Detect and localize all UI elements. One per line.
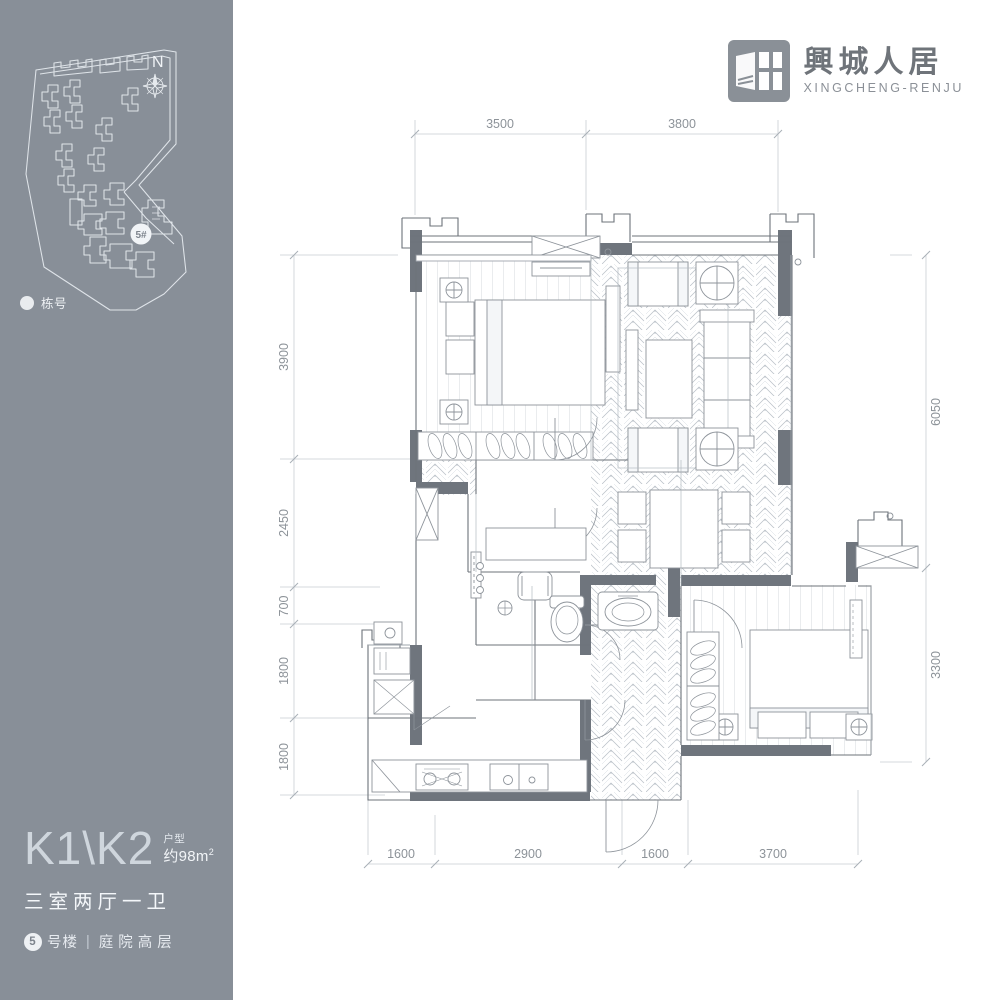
door xyxy=(584,699,626,741)
side-table xyxy=(695,427,739,471)
svg-text:2900: 2900 xyxy=(514,847,542,861)
armchair xyxy=(627,427,689,473)
stove xyxy=(415,763,469,791)
svg-text:2450: 2450 xyxy=(277,509,291,537)
unit-area: 约98m2 xyxy=(163,847,214,867)
svg-text:5#: 5# xyxy=(135,230,147,241)
svg-text:N: N xyxy=(152,54,164,71)
svg-text:1600: 1600 xyxy=(387,847,415,861)
unit-code: K1\K2 xyxy=(24,821,155,874)
svg-text:3700: 3700 xyxy=(759,847,787,861)
master-bedroom-furniture xyxy=(417,261,639,461)
brand-logo: 興城人居 XINGCHENG-RENJU xyxy=(728,40,964,102)
floor-plan: 3500 3800 1600 2900 1600 3700 3900 2450 … xyxy=(250,0,1000,1000)
dimension-labels: 3500 3800 1600 2900 1600 3700 3900 2450 … xyxy=(277,117,943,861)
bathroom-fixtures xyxy=(497,591,659,700)
dining-chair xyxy=(721,491,751,525)
legend: 栋号 xyxy=(20,293,67,312)
separator: | xyxy=(86,933,91,950)
svg-text:6050: 6050 xyxy=(929,398,943,426)
svg-text:3900: 3900 xyxy=(277,343,291,371)
office-chair xyxy=(517,571,553,601)
sofa xyxy=(699,309,755,449)
study-furniture xyxy=(470,527,587,601)
nightstand xyxy=(445,339,475,375)
logo-name-en: XINGCHENG-RENJU xyxy=(803,81,964,96)
second-bedroom-furniture xyxy=(686,599,873,741)
wardrobe xyxy=(686,631,720,741)
compass-icon: N xyxy=(142,54,168,99)
counter xyxy=(371,759,588,793)
kitchen-fixtures xyxy=(371,759,588,793)
utility-sink xyxy=(373,647,411,675)
mirror xyxy=(849,599,863,659)
unit-area-sup: 2 xyxy=(208,846,215,857)
washbasin xyxy=(597,591,659,631)
dining-table xyxy=(649,489,719,569)
circle-icon xyxy=(20,295,34,310)
living-room-furniture xyxy=(617,261,755,569)
dining-chair xyxy=(617,491,647,525)
area-rug xyxy=(617,267,729,469)
svg-text:3500: 3500 xyxy=(486,117,514,131)
sink xyxy=(489,763,549,791)
svg-text:3800: 3800 xyxy=(668,117,696,131)
floor-drain xyxy=(497,600,513,616)
dining-chair xyxy=(721,529,751,563)
logo-name-cn: 興城人居 xyxy=(803,45,944,79)
mirror xyxy=(625,329,639,411)
svg-text:1600: 1600 xyxy=(641,847,669,861)
room-config: 三室两厅一卫 xyxy=(24,891,172,913)
building-suffix: 号楼 xyxy=(47,935,78,951)
building-number-badge: 5 xyxy=(24,932,42,951)
sidebar: N 5# 栋号 xyxy=(0,0,233,1000)
site-map[interactable]: N 5# xyxy=(14,22,219,312)
legend-label: 栋号 xyxy=(41,297,68,311)
detail-lines xyxy=(368,255,872,755)
unit-area-value: 约98m xyxy=(163,847,209,865)
mirror xyxy=(605,285,621,373)
title-block: K1\K2 户型 约98m2 三室两厅一卫 5 号楼 | 庭院高层 xyxy=(24,821,224,952)
xingcheng-logo-icon xyxy=(728,40,791,102)
armchair xyxy=(627,261,689,307)
svg-text:700: 700 xyxy=(277,596,291,617)
windows xyxy=(415,235,919,569)
utility-fixtures xyxy=(373,621,451,731)
building-marker-5: 5# xyxy=(130,223,152,245)
dimension-ticks xyxy=(289,129,931,869)
nightstand xyxy=(445,301,475,337)
door xyxy=(554,417,598,461)
svg-text:3300: 3300 xyxy=(929,651,943,679)
unit-type-label: 户型 xyxy=(163,833,186,846)
toilet xyxy=(549,595,585,643)
svg-text:1800: 1800 xyxy=(277,743,291,771)
svg-text:1800: 1800 xyxy=(277,657,291,685)
wardrobe xyxy=(417,431,594,461)
ceiling-light xyxy=(439,277,469,303)
ceiling-light xyxy=(845,713,873,741)
entry-door xyxy=(605,799,659,853)
desk xyxy=(485,527,587,561)
coffee-table xyxy=(645,339,693,419)
side-table xyxy=(695,261,739,305)
product-line: 庭院高层 xyxy=(98,935,177,951)
ceiling-light xyxy=(439,399,469,425)
dresser xyxy=(531,261,591,277)
building-info: 5 号楼 | 庭院高层 xyxy=(24,931,224,952)
pillow xyxy=(757,711,807,739)
dining-chair xyxy=(617,529,647,563)
